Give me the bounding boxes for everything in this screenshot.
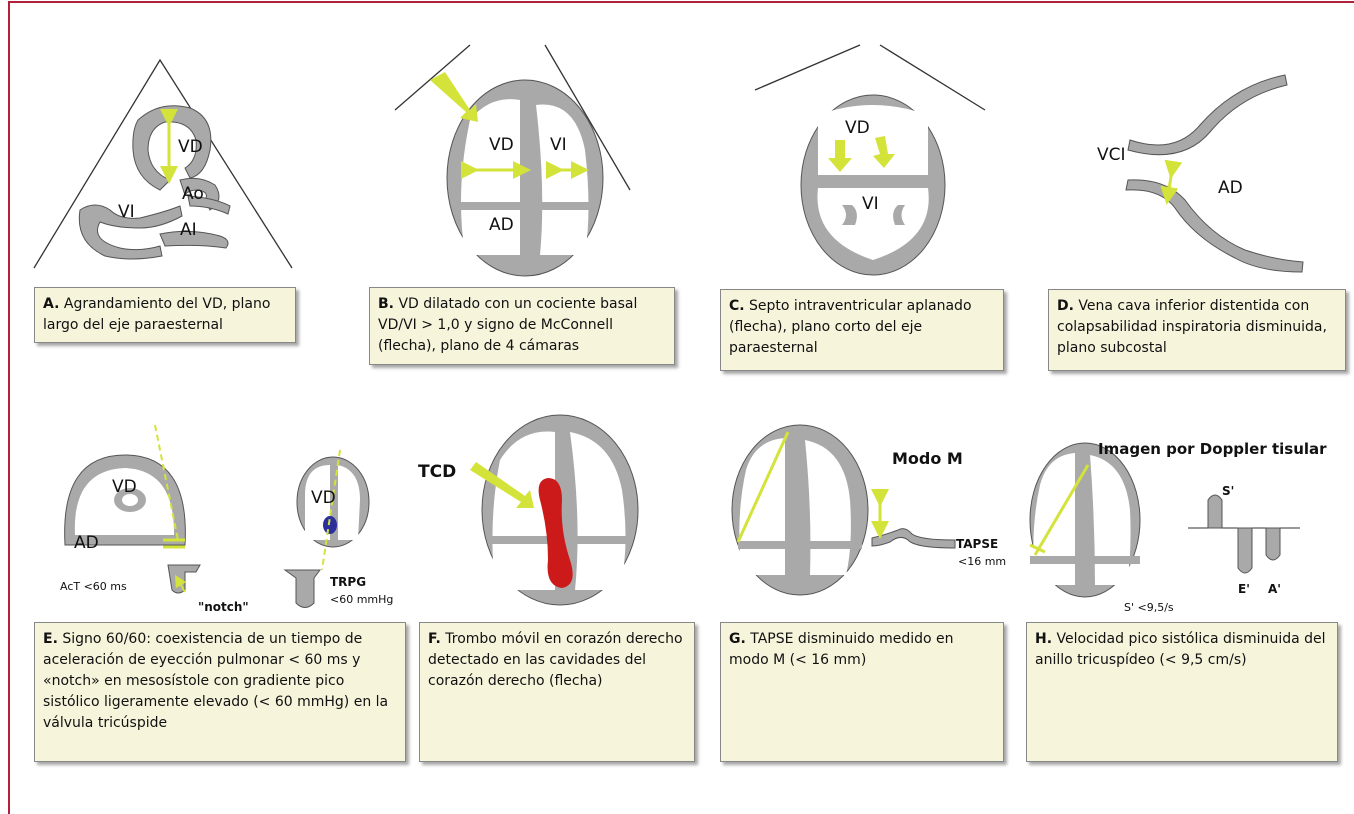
caption-d: D. Vena cava inferior distentida con col… xyxy=(1048,289,1346,371)
caption-b: B. VD dilatado con un cociente basal VD/… xyxy=(369,287,675,365)
label-h-s: S' xyxy=(1222,484,1234,498)
label-a-vd: VD xyxy=(178,137,203,157)
caption-g-letter: G. xyxy=(729,631,746,647)
panel-f-drawing xyxy=(470,415,638,605)
panel-b-mcconnell-arrow xyxy=(430,72,478,122)
label-h-s-val: S' <9,5/s xyxy=(1124,601,1174,614)
caption-h-text: Velocidad pico sistólica disminuida del … xyxy=(1035,631,1326,668)
label-a-ai: AI xyxy=(180,220,197,240)
label-a-vi: VI xyxy=(118,202,135,222)
caption-a-letter: A. xyxy=(43,296,59,312)
caption-c-letter: C. xyxy=(729,298,745,314)
panel-h-drawing xyxy=(1030,443,1300,597)
panel-a-drawing xyxy=(34,60,292,268)
label-e-trpg: TRPG xyxy=(330,575,366,589)
label-e-vd: VD xyxy=(112,477,137,497)
caption-c-text: Septo intraventricular aplanado (flecha)… xyxy=(729,298,972,356)
label-h-e: E' xyxy=(1238,582,1250,596)
label-b-ad: AD xyxy=(489,215,514,235)
caption-e-letter: E. xyxy=(43,631,58,647)
caption-g: G. TAPSE disminuido medido en modo M (< … xyxy=(720,622,1004,762)
caption-h-letter: H. xyxy=(1035,631,1052,647)
label-e-vd2: VD xyxy=(311,488,336,508)
caption-f-letter: F. xyxy=(428,631,441,647)
label-h-title: Imagen por Doppler tisular xyxy=(1098,440,1327,458)
caption-c: C. Septo intraventricular aplanado (flec… xyxy=(720,289,1004,371)
label-c-vd: VD xyxy=(845,118,870,138)
label-b-vd: VD xyxy=(489,135,514,155)
label-d-vci: VCI xyxy=(1097,145,1126,165)
caption-a: A. Agrandamiento del VD, plano largo del… xyxy=(34,287,296,343)
label-e-notch: "notch" xyxy=(198,600,249,614)
label-g-tapse-val: <16 mm xyxy=(958,555,1006,568)
caption-a-text: Agrandamiento del VD, plano largo del ej… xyxy=(43,296,270,333)
label-b-vi: VI xyxy=(550,135,567,155)
label-a-ao: Ao xyxy=(182,184,204,204)
label-e-ad: AD xyxy=(74,533,99,553)
label-g-tapse: TAPSE xyxy=(956,537,998,551)
label-d-ad: AD xyxy=(1218,178,1243,198)
panel-d-drawing xyxy=(1126,75,1303,272)
caption-f-text: Trombo móvil en corazón derecho detectad… xyxy=(428,631,683,689)
caption-h: H. Velocidad pico sistólica disminuida d… xyxy=(1026,622,1338,762)
label-f-tcd: TCD xyxy=(418,462,456,482)
label-c-vi: VI xyxy=(862,194,879,214)
caption-e: E. Signo 60/60: coexistencia de un tiemp… xyxy=(34,622,406,762)
caption-e-text: Signo 60/60: coexistencia de un tiempo d… xyxy=(43,631,388,731)
panel-b-drawing xyxy=(395,45,630,276)
caption-d-text: Vena cava inferior distentida con colaps… xyxy=(1057,298,1327,356)
caption-f: F. Trombo móvil en corazón derecho detec… xyxy=(419,622,695,762)
caption-d-letter: D. xyxy=(1057,298,1074,314)
caption-b-text: VD dilatado con un cociente basal VD/VI … xyxy=(378,296,637,354)
label-g-modo: Modo M xyxy=(892,449,963,468)
label-h-a: A' xyxy=(1268,582,1281,596)
caption-g-text: TAPSE disminuido medido en modo M (< 16 … xyxy=(729,631,953,668)
label-e-act: AcT <60 ms xyxy=(60,580,127,593)
panel-c-drawing xyxy=(755,45,985,275)
caption-b-letter: B. xyxy=(378,296,394,312)
label-e-trpg-val: <60 mmHg xyxy=(330,593,393,606)
